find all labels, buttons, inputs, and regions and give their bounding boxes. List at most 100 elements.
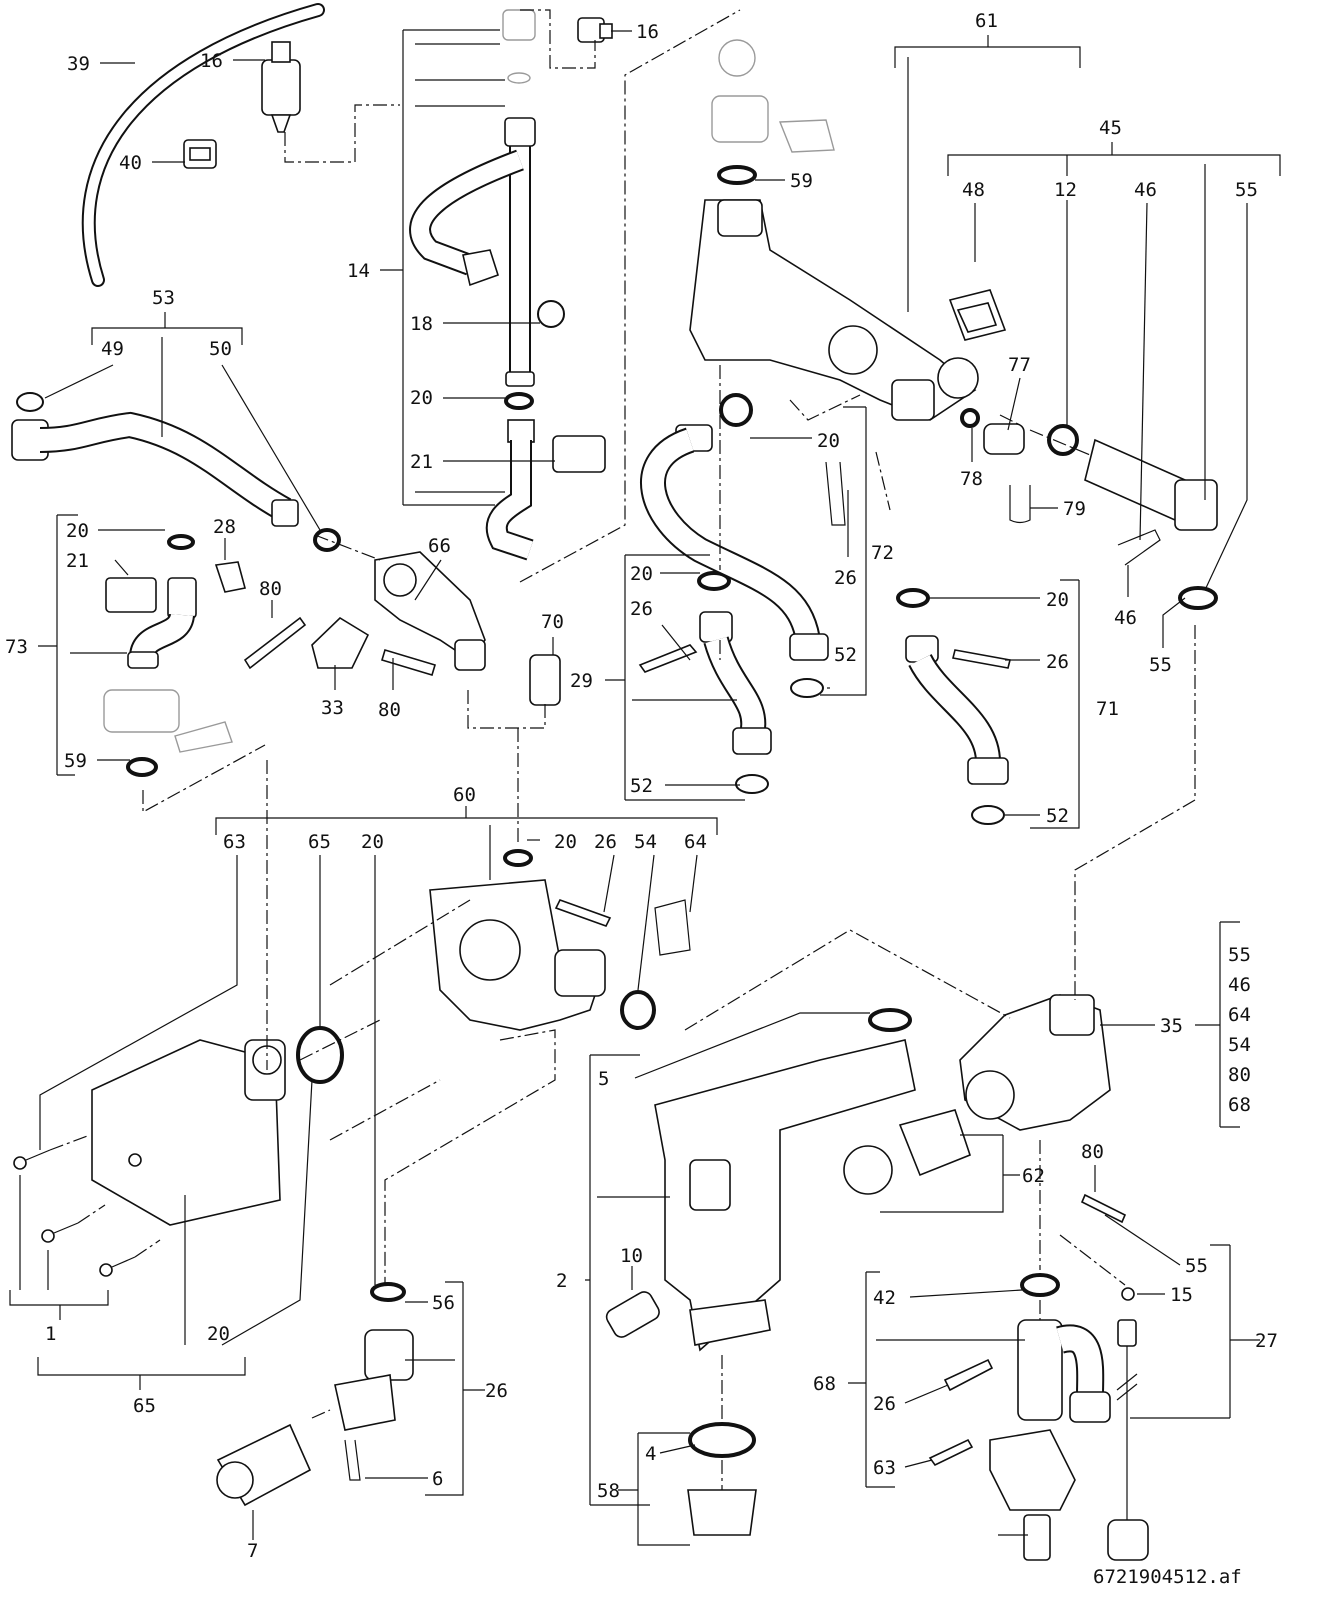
cap-58 <box>989 1429 1076 1561</box>
callout-20: 20 <box>66 520 89 542</box>
seal-54 <box>620 990 656 1030</box>
callout-labels: 39 16 16 40 14 18 20 21 61 45 48 12 46 5… <box>5 10 1278 1588</box>
pump-housing-60 <box>429 879 606 1031</box>
seal-7 <box>688 1422 756 1458</box>
callout-5: 5 <box>598 1068 609 1090</box>
pipe-53 <box>11 392 299 527</box>
callout-77: 77 <box>1008 354 1031 376</box>
callout-1: 65 <box>133 1395 156 1417</box>
valve-assembly-35 <box>959 994 1111 1131</box>
callout-49: 49 <box>101 338 124 360</box>
cap-4 <box>687 1489 757 1536</box>
seal-52-b <box>790 678 824 698</box>
callout-46: 46 <box>1114 607 1137 629</box>
seal-20-g <box>370 1282 406 1302</box>
top-washer <box>507 72 531 84</box>
clip-21-b <box>105 577 157 613</box>
callout-26: 26 <box>630 598 653 620</box>
elbow-73 <box>127 577 197 669</box>
gray-clip-73 <box>174 721 233 753</box>
callout-55: 55 <box>1228 944 1251 966</box>
fitting-6 <box>216 1423 312 1507</box>
callout-73: 73 <box>5 636 28 658</box>
gray-cap-73 <box>103 689 180 733</box>
callout-26: 26 <box>594 831 617 853</box>
callout-55: 42 <box>873 1287 896 1309</box>
callout-28: 28 <box>213 516 236 538</box>
callout-80: 80 <box>378 699 401 721</box>
seal-50 <box>313 528 341 552</box>
insert-70 <box>529 654 561 706</box>
clip-26-f <box>928 1438 974 1467</box>
callout-42: 15 <box>1170 1284 1193 1306</box>
clip-40 <box>183 139 217 169</box>
callout-20: 56 <box>432 1292 455 1314</box>
callout-29: 29 <box>570 670 593 692</box>
part-28 <box>214 561 246 593</box>
callout-63: 1 <box>45 1323 56 1345</box>
callout-20: 20 <box>410 387 433 409</box>
clip-68 <box>943 1358 994 1392</box>
callout-61: 61 <box>975 10 998 32</box>
callout-60: 60 <box>453 784 476 806</box>
clip-80-c <box>1080 1193 1127 1224</box>
connector-lines <box>49 9 1196 1490</box>
seal-78 <box>960 408 980 428</box>
callout-26: 26 <box>834 567 857 589</box>
callout-64: 64 <box>1228 1004 1251 1026</box>
seal-20-f <box>503 849 533 867</box>
callout-70: 70 <box>541 611 564 633</box>
callout-78: 78 <box>960 468 983 490</box>
pipe-71 <box>905 635 1009 785</box>
clip-26-b <box>825 461 846 526</box>
callout-14: 14 <box>347 260 370 282</box>
clip-46 <box>1117 529 1161 566</box>
callout-66: 66 <box>428 535 451 557</box>
callout-16: 16 <box>200 50 223 72</box>
seal-52-a <box>735 774 769 794</box>
callout-71: 71 <box>1096 698 1119 720</box>
seal-42 <box>1121 1287 1135 1301</box>
sensor-62 <box>843 1109 971 1195</box>
pipe-29 <box>699 611 772 755</box>
clip-64 <box>654 899 691 956</box>
callout-20: 20 <box>361 831 384 853</box>
valve-block-66 <box>374 551 486 671</box>
callout-33: 33 <box>321 697 344 719</box>
callout-52: 52 <box>630 775 653 797</box>
callout-55: 55 <box>1149 654 1172 676</box>
clip-48 <box>948 289 1007 341</box>
callout-55: 55 <box>1235 179 1258 201</box>
callout-21: 21 <box>66 550 89 572</box>
callout-53: 53 <box>152 287 175 309</box>
pipe-section-45 <box>1084 438 1218 531</box>
seal-12 <box>1047 424 1079 456</box>
callout-18: 18 <box>410 313 433 335</box>
callout-2: 2 <box>556 1270 567 1292</box>
seal-20-c <box>167 534 195 550</box>
callout-12: 12 <box>1054 179 1077 201</box>
callout-40: 40 <box>119 152 142 174</box>
callout-54: 54 <box>634 831 657 853</box>
callout-56: 26 <box>485 1380 508 1402</box>
callout-79: 79 <box>1063 498 1086 520</box>
callout-52: 52 <box>1046 805 1069 827</box>
callout-62: 62 <box>1022 1165 1045 1187</box>
seal-5 <box>868 1008 912 1032</box>
callout-26: 26 <box>1046 651 1069 673</box>
clip-26-e <box>344 1439 361 1481</box>
callout-65: 65 <box>308 831 331 853</box>
seal-18 <box>537 300 565 328</box>
leader-lines <box>9 29 1281 1546</box>
callout-7: 4 <box>645 1443 656 1465</box>
callout-20: 20 <box>554 831 577 853</box>
callout-26: 63 <box>873 1457 896 1479</box>
callout-10: 10 <box>620 1245 643 1267</box>
callout-21: 21 <box>410 451 433 473</box>
probe-15 <box>1107 1319 1149 1561</box>
top-fitting <box>502 9 536 41</box>
callout-20: 20 <box>630 563 653 585</box>
callout-48: 48 <box>962 179 985 201</box>
screws-63 <box>13 1149 136 1277</box>
